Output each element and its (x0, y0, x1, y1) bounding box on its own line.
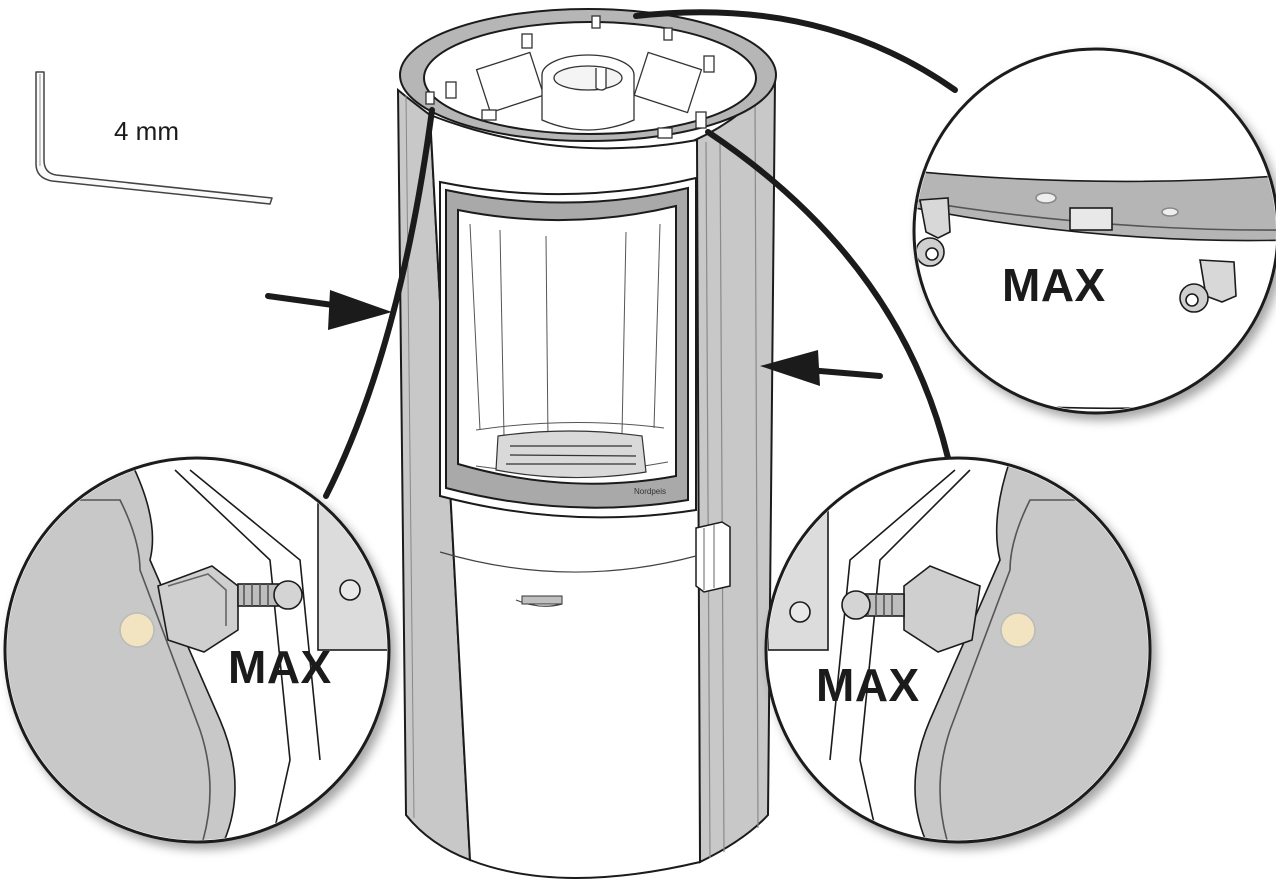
zoom-callout-bottom-right (764, 456, 1152, 844)
max-label-bottom-right: MAX (816, 659, 920, 711)
stove-body: Nordpeis (396, 8, 777, 879)
door-handle (695, 521, 731, 593)
max-label-top-right: MAX (1002, 259, 1106, 311)
max-label-bottom-left: MAX (228, 641, 332, 693)
zoom-callout-top-right (912, 47, 1276, 415)
leader-line-bottom-left (323, 107, 435, 499)
leader-line-bottom-right (705, 129, 951, 461)
allen-key-icon (35, 71, 273, 205)
push-arrow-left (265, 290, 392, 330)
leader-line-top-right (633, 9, 958, 93)
tool-size-label: 4 mm (114, 116, 179, 146)
brand-label: Nordpeis (634, 487, 666, 496)
push-arrow-right (760, 350, 883, 386)
grate (495, 430, 647, 479)
right-side-panel (693, 77, 777, 864)
